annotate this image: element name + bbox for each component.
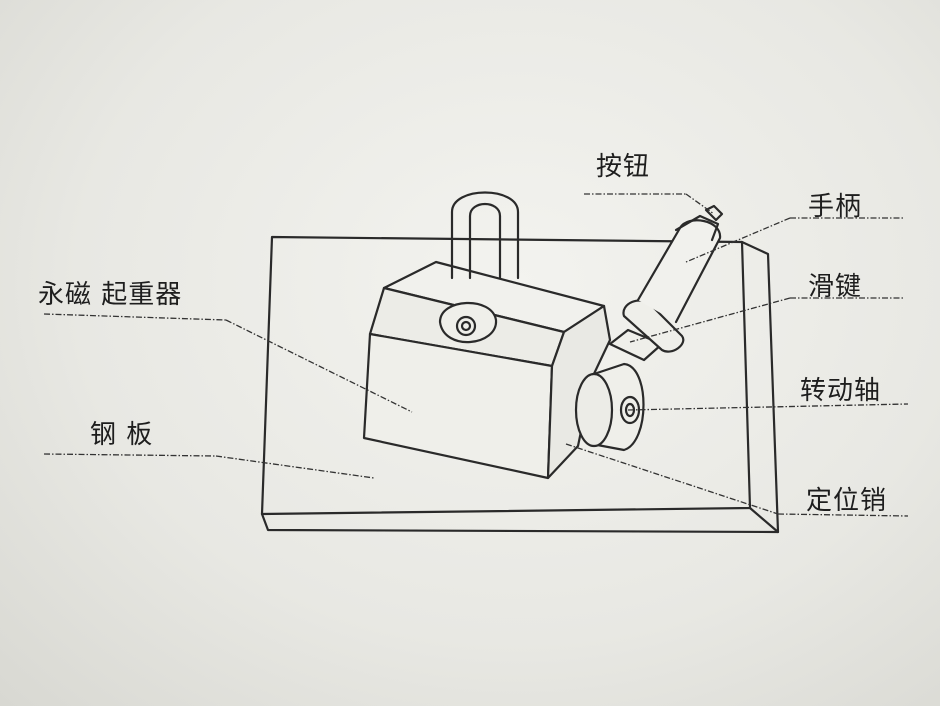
label-locating-pin: 定位销 — [806, 486, 888, 516]
leader-shaft — [627, 403, 909, 411]
steel-plate-shape — [260, 235, 780, 534]
label-slide-key: 滑键 — [808, 272, 863, 302]
rotating-shaft-shape — [574, 362, 645, 452]
label-magnetic-lifter: 永磁 起重器 — [38, 280, 183, 310]
leader-lifter — [225, 319, 413, 413]
lifting-ring-shape — [438, 191, 520, 344]
label-button: 按钮 — [596, 152, 651, 182]
label-rotating-shaft: 转动轴 — [800, 376, 882, 406]
label-handle: 手柄 — [808, 192, 863, 222]
leader-slide — [629, 297, 791, 343]
leader-pin — [565, 443, 779, 515]
leader-pin-h — [777, 513, 909, 517]
leader-handle — [685, 217, 791, 263]
leader-lifter-h — [43, 313, 227, 321]
leader-plate — [215, 455, 375, 479]
lifter-body-shape — [362, 260, 612, 480]
handle-shape — [608, 204, 724, 362]
leader-plate-h — [43, 453, 217, 457]
leader-button — [685, 193, 715, 215]
label-steel-plate: 钢 板 — [90, 420, 154, 450]
